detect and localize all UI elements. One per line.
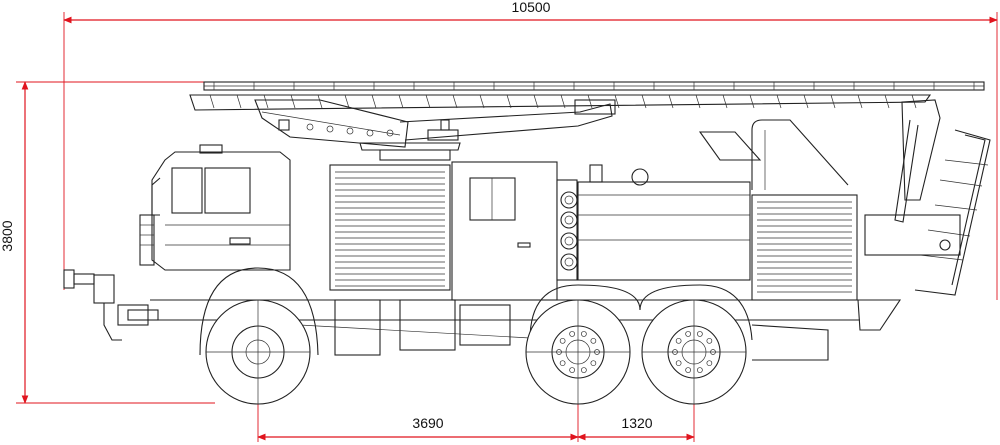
boom-arm xyxy=(254,99,941,223)
wheelbase-front-label: 3690 xyxy=(412,415,443,431)
rear-ladder xyxy=(857,129,991,331)
cab xyxy=(139,144,291,271)
height-label: 3800 xyxy=(0,220,15,251)
wheelbase-rear-label: 1320 xyxy=(621,415,652,431)
dimension-height xyxy=(16,81,215,404)
length-label: 10500 xyxy=(512,0,551,15)
rear-wheel-2 xyxy=(641,299,747,405)
body-compartments xyxy=(329,119,858,301)
roof-ladder xyxy=(189,81,985,111)
chassis xyxy=(150,267,860,361)
front-wheel xyxy=(205,299,311,405)
front-monitor xyxy=(63,269,159,341)
rear-wheel-1 xyxy=(525,299,631,405)
dimension-length xyxy=(63,12,998,300)
